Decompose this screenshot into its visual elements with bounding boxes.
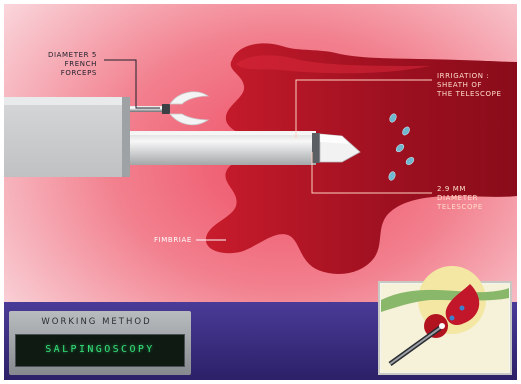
label-telescope: 2.9 MM DIAMETER TELESCOPE [437,185,483,212]
label-telescope-line: TELESCOPE [437,203,483,212]
handle-side [122,97,130,177]
method-badge: WORKING METHOD SALPINGOSCOPY [9,311,191,375]
handle-top-bevel [4,97,130,105]
inset-droplet [450,316,455,321]
label-irrigation-line: SHEATH OF [437,81,502,90]
label-irrigation: IRRIGATION : SHEATH OF THE TELESCOPE [437,72,502,99]
inset-detail [379,266,511,374]
label-fimbriae: FIMBRIAE [154,236,192,245]
label-forceps-line: FRENCH [48,60,97,69]
instrument-handle [4,97,130,177]
label-forceps: DIAMETER 5 FRENCH FORCEPS [48,51,97,78]
inset-droplet [460,306,465,311]
sheath-highlight [130,131,316,135]
telescope-sheath [130,131,316,165]
sheath-ring [312,133,320,163]
label-telescope-line: DIAMETER [437,194,483,203]
label-forceps-line: DIAMETER 5 [48,51,97,60]
label-forceps-line: FORCEPS [48,69,97,78]
label-telescope-line: 2.9 MM [437,185,483,194]
forceps-joint [162,104,170,114]
inset-scope-tip [439,323,445,329]
forceps-shaft [130,106,166,112]
badge-title: WORKING METHOD [9,317,184,327]
badge-value: SALPINGOSCOPY [16,344,184,355]
label-irrigation-line: THE TELESCOPE [437,90,502,99]
label-irrigation-line: IRRIGATION : [437,72,502,81]
badge-display: SALPINGOSCOPY [15,334,185,367]
